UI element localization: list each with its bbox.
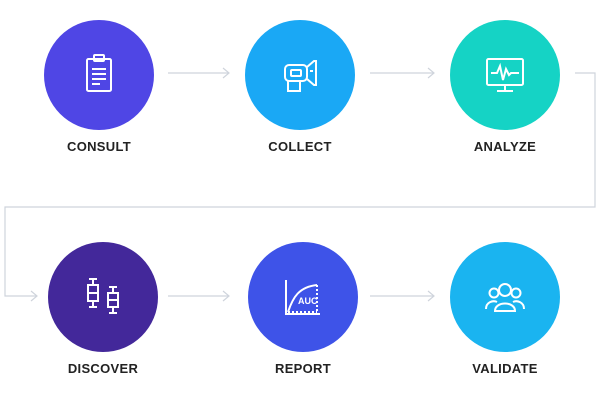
- arrow-consult-collect: [168, 67, 230, 79]
- arrow-report-validate: [370, 290, 435, 302]
- step-report: AUC REPORT: [248, 242, 358, 392]
- auc-text: AUC: [298, 296, 318, 306]
- step-discover-circle: [48, 242, 158, 352]
- step-collect-circle: [245, 20, 355, 130]
- step-report-label: REPORT: [275, 361, 331, 376]
- step-consult: CONSULT: [44, 20, 154, 170]
- clipboard-icon: [86, 54, 112, 92]
- arrow-collect-analyze: [370, 67, 435, 79]
- step-analyze-circle: [450, 20, 560, 130]
- step-validate: VALIDATE: [450, 242, 560, 392]
- step-consult-circle: [44, 20, 154, 130]
- box-plot-icon: [87, 278, 119, 314]
- arrow-analyze-discover: [4, 72, 596, 302]
- step-validate-label: VALIDATE: [472, 361, 538, 376]
- step-collect-label: COLLECT: [268, 139, 332, 154]
- breath-collector-icon: [284, 60, 317, 92]
- step-discover: DISCOVER: [48, 242, 158, 392]
- monitor-ecg-icon: [486, 58, 524, 92]
- step-analyze-label: ANALYZE: [473, 139, 537, 154]
- step-consult-label: CONSULT: [67, 139, 131, 154]
- step-report-circle: AUC: [248, 242, 358, 352]
- step-collect: COLLECT: [245, 20, 355, 170]
- user-group-icon: [485, 283, 525, 312]
- step-discover-label: DISCOVER: [67, 361, 139, 376]
- arrow-discover-report: [168, 290, 230, 302]
- step-analyze: ANALYZE: [450, 20, 560, 170]
- auc-curve-icon: AUC: [285, 280, 320, 315]
- step-validate-circle: [450, 242, 560, 352]
